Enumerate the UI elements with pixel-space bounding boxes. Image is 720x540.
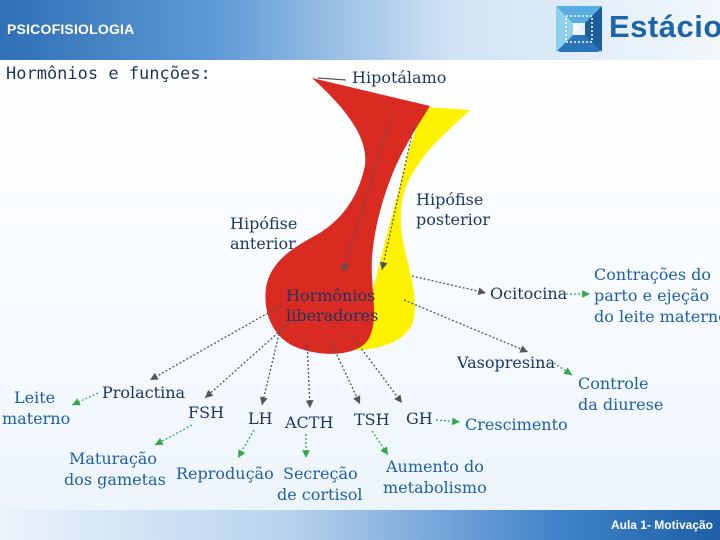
gh-effect-label: Crescimento bbox=[465, 415, 568, 434]
prolactin-effect-line1: Leite bbox=[14, 388, 55, 407]
posterior-pituitary-label-line2: posterior bbox=[416, 210, 490, 229]
vasopressin-effect-line2: da diurese bbox=[578, 395, 663, 414]
anterior-pituitary-label-line1: Hipófise bbox=[230, 214, 297, 233]
fsh-effect-arrow bbox=[155, 425, 192, 445]
vasopressin-effect-arrow bbox=[554, 363, 572, 375]
footer-bar: Aula 1- Motivação bbox=[0, 510, 720, 540]
anterior-pituitary-label-line2: anterior bbox=[230, 234, 296, 253]
acth-effect-line2: de cortisol bbox=[277, 485, 363, 504]
posterior-pituitary-label-line1: Hipófise bbox=[416, 190, 483, 209]
logo-emblem-icon bbox=[553, 3, 605, 55]
hypothalamus-pointer bbox=[318, 78, 346, 80]
vasopressin-label: Vasopresina bbox=[456, 353, 555, 372]
vasopressin-arrow bbox=[404, 300, 528, 352]
lh-arrow bbox=[262, 330, 280, 405]
fsh-label: FSH bbox=[188, 403, 224, 422]
logo-wordmark: Estácio bbox=[609, 9, 720, 45]
prolactin-effect-line2: materno bbox=[2, 409, 70, 428]
fsh-effect-line1: Maturação bbox=[69, 449, 157, 468]
lh-effect-arrow bbox=[238, 430, 254, 458]
lh-label: LH bbox=[248, 409, 273, 428]
tsh-effect-line2: metabolismo bbox=[383, 478, 487, 497]
hypothalamus-label: Hipotálamo bbox=[352, 68, 446, 87]
tsh-label: TSH bbox=[354, 410, 390, 429]
tsh-effect-line1: Aumento do bbox=[385, 457, 484, 476]
hormone-diagram: Hipotálamo Hipófise posterior Hipófise a… bbox=[0, 60, 720, 510]
prolactin-effect-arrow bbox=[72, 393, 98, 405]
estacio-logo: Estácio bbox=[553, 3, 713, 57]
oxytocin-effect-line2: parto e ejeção bbox=[594, 286, 709, 305]
oxytocin-label: Ocitocina bbox=[490, 284, 568, 303]
oxytocin-arrow bbox=[412, 276, 486, 293]
course-title: PSICOFISIOLOGIA bbox=[7, 21, 134, 37]
fsh-effect-line2: dos gametas bbox=[64, 470, 166, 489]
acth-effect-line1: Secreção bbox=[283, 464, 358, 483]
acth-label: ACTH bbox=[284, 413, 333, 432]
lesson-label: Aula 1- Motivação bbox=[611, 518, 713, 532]
releasing-hormones-label-line2: liberadores bbox=[286, 306, 378, 325]
vasopressin-effect-line1: Controle bbox=[578, 374, 648, 393]
gh-effect-arrow bbox=[436, 420, 460, 422]
lh-effect-label: Reprodução bbox=[176, 464, 274, 483]
tsh-effect-arrow bbox=[372, 431, 388, 455]
releasing-hormones-label-line1: Hormônios bbox=[286, 286, 375, 305]
fsh-arrow bbox=[205, 322, 290, 398]
oxytocin-effect-line1: Contrações do bbox=[594, 265, 711, 284]
gh-label: GH bbox=[406, 409, 433, 428]
header-bar: PSICOFISIOLOGIA Estácio bbox=[0, 0, 720, 60]
oxytocin-effect-line3: do leite materno bbox=[594, 307, 720, 326]
prolactin-arrow bbox=[150, 305, 282, 380]
prolactin-label: Prolactina bbox=[102, 383, 186, 402]
